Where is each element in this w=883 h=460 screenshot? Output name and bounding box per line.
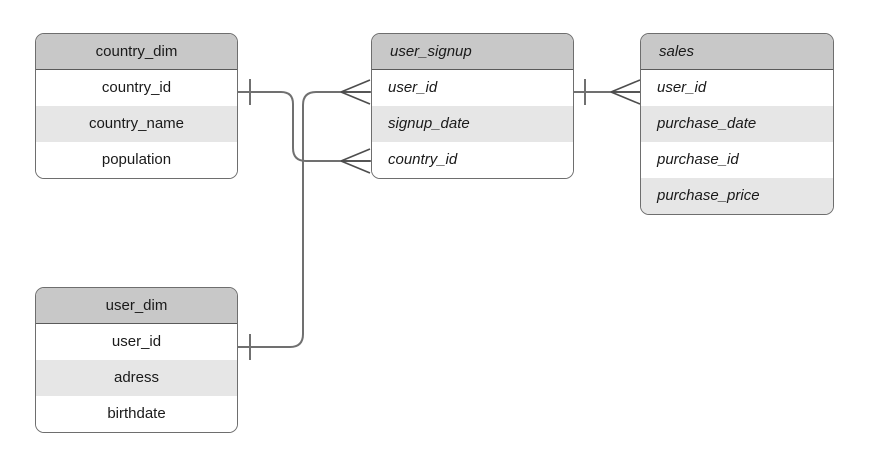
entity-attribute-row[interactable]: user_id <box>641 70 833 106</box>
relationship-country-dim-user-signup <box>238 79 371 174</box>
entity-attribute-row[interactable]: purchase_price <box>641 178 833 214</box>
entity-title-country-dim: country_dim <box>36 34 237 70</box>
entity-title-sales: sales <box>641 34 833 70</box>
entity-table-user-signup[interactable]: user_signup user_id signup_date country_… <box>371 33 574 179</box>
cardinality-many-crowsfoot <box>610 79 641 105</box>
entity-attribute-row[interactable]: purchase_date <box>641 106 833 142</box>
entity-title-user-dim: user_dim <box>36 288 237 324</box>
entity-table-sales[interactable]: sales user_id purchase_date purchase_id … <box>640 33 834 215</box>
entity-title-user-signup: user_signup <box>372 34 573 70</box>
entity-attribute-row[interactable]: purchase_id <box>641 142 833 178</box>
cardinality-many-crowsfoot <box>340 148 371 174</box>
relationship-user-dim-user-signup <box>238 79 371 360</box>
relationship-user-signup-sales <box>574 79 641 105</box>
relationship-line <box>238 91 371 348</box>
entity-attribute-row[interactable]: country_name <box>36 106 237 142</box>
entity-attribute-row[interactable]: user_id <box>36 324 237 360</box>
entity-table-user-dim[interactable]: user_dim user_id adress birthdate <box>35 287 238 433</box>
entity-attribute-row[interactable]: population <box>36 142 237 178</box>
cardinality-many-crowsfoot <box>340 79 371 105</box>
entity-attribute-row[interactable]: user_id <box>372 70 573 106</box>
entity-attribute-row[interactable]: adress <box>36 360 237 396</box>
entity-table-country-dim[interactable]: country_dim country_id country_name popu… <box>35 33 238 179</box>
entity-attribute-row[interactable]: birthdate <box>36 396 237 432</box>
relationship-line <box>238 91 371 162</box>
entity-attribute-row[interactable]: country_id <box>372 142 573 178</box>
entity-attribute-row[interactable]: country_id <box>36 70 237 106</box>
entity-attribute-row[interactable]: signup_date <box>372 106 573 142</box>
